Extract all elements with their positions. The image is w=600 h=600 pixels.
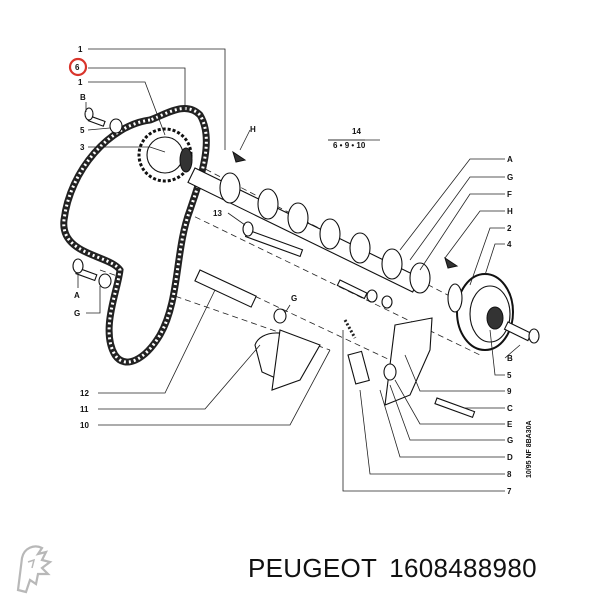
peugeot-lion-logo-icon [16,545,53,594]
group-ref-items: 6 • 9 • 10 [333,141,366,150]
key-H-left [232,150,247,163]
label-E: E [507,420,513,429]
label-G-mid: G [291,294,297,303]
eccentric-shaft [194,269,257,308]
label-G-bottom: G [507,436,513,445]
label-A-left: A [74,291,80,300]
bolt-G-right [336,279,368,300]
timing-belt-teeth [62,107,208,364]
label-3: 3 [80,143,85,152]
washer-right [381,295,393,309]
label-D: D [507,453,513,462]
washer-5-left [109,118,123,134]
label-A-right: A [507,155,513,164]
label-5-left: 5 [80,126,85,135]
label-8: 8 [507,470,512,479]
drawing-code: 10/95 NF 8BA30A [526,420,533,478]
spring [343,319,357,339]
sprocket-hub [146,136,184,174]
leader-lines [77,48,521,492]
pulley-bolt [503,321,540,344]
label-4: 4 [507,240,512,249]
label-2: 2 [507,224,512,233]
label-6-highlighted: 6 [75,63,80,72]
part-number: 1608488980 [389,553,537,583]
stud-13 [242,221,304,258]
crankshaft-pulley [447,273,514,351]
label-1: 1 [78,78,83,87]
label-B-right: B [507,354,513,363]
brand-name: PEUGEOT [248,553,378,583]
label-5-right: 5 [507,371,512,380]
label-H-left: H [250,125,256,134]
camshaft [187,167,431,294]
label-H-right: H [507,207,513,216]
label-G-left: G [74,309,80,318]
label-10: 10 [80,421,89,430]
washer-G-mid [273,308,287,324]
label-11: 11 [80,405,89,414]
washer-G-left [98,273,112,289]
label-F: F [507,190,512,199]
label-12: 12 [80,389,89,398]
key-H-right [444,256,459,269]
label-B-left: B [80,93,86,102]
label-7: 7 [507,487,512,496]
group-ref-number: 14 [352,127,361,136]
sprocket-bore [179,147,193,173]
label-13: 13 [213,209,222,218]
washer-F [366,289,378,303]
label-G-right: G [507,173,513,182]
highlight-circle [68,57,88,77]
label-9: 9 [507,387,512,396]
part-caption: PEUGEOT 1608488980 [248,553,549,584]
bolt-A-left [72,258,98,282]
label-1-top: 1 [78,45,83,54]
bolt-B-left [84,107,106,127]
label-C: C [507,404,513,413]
tensioner-assembly [254,317,476,419]
